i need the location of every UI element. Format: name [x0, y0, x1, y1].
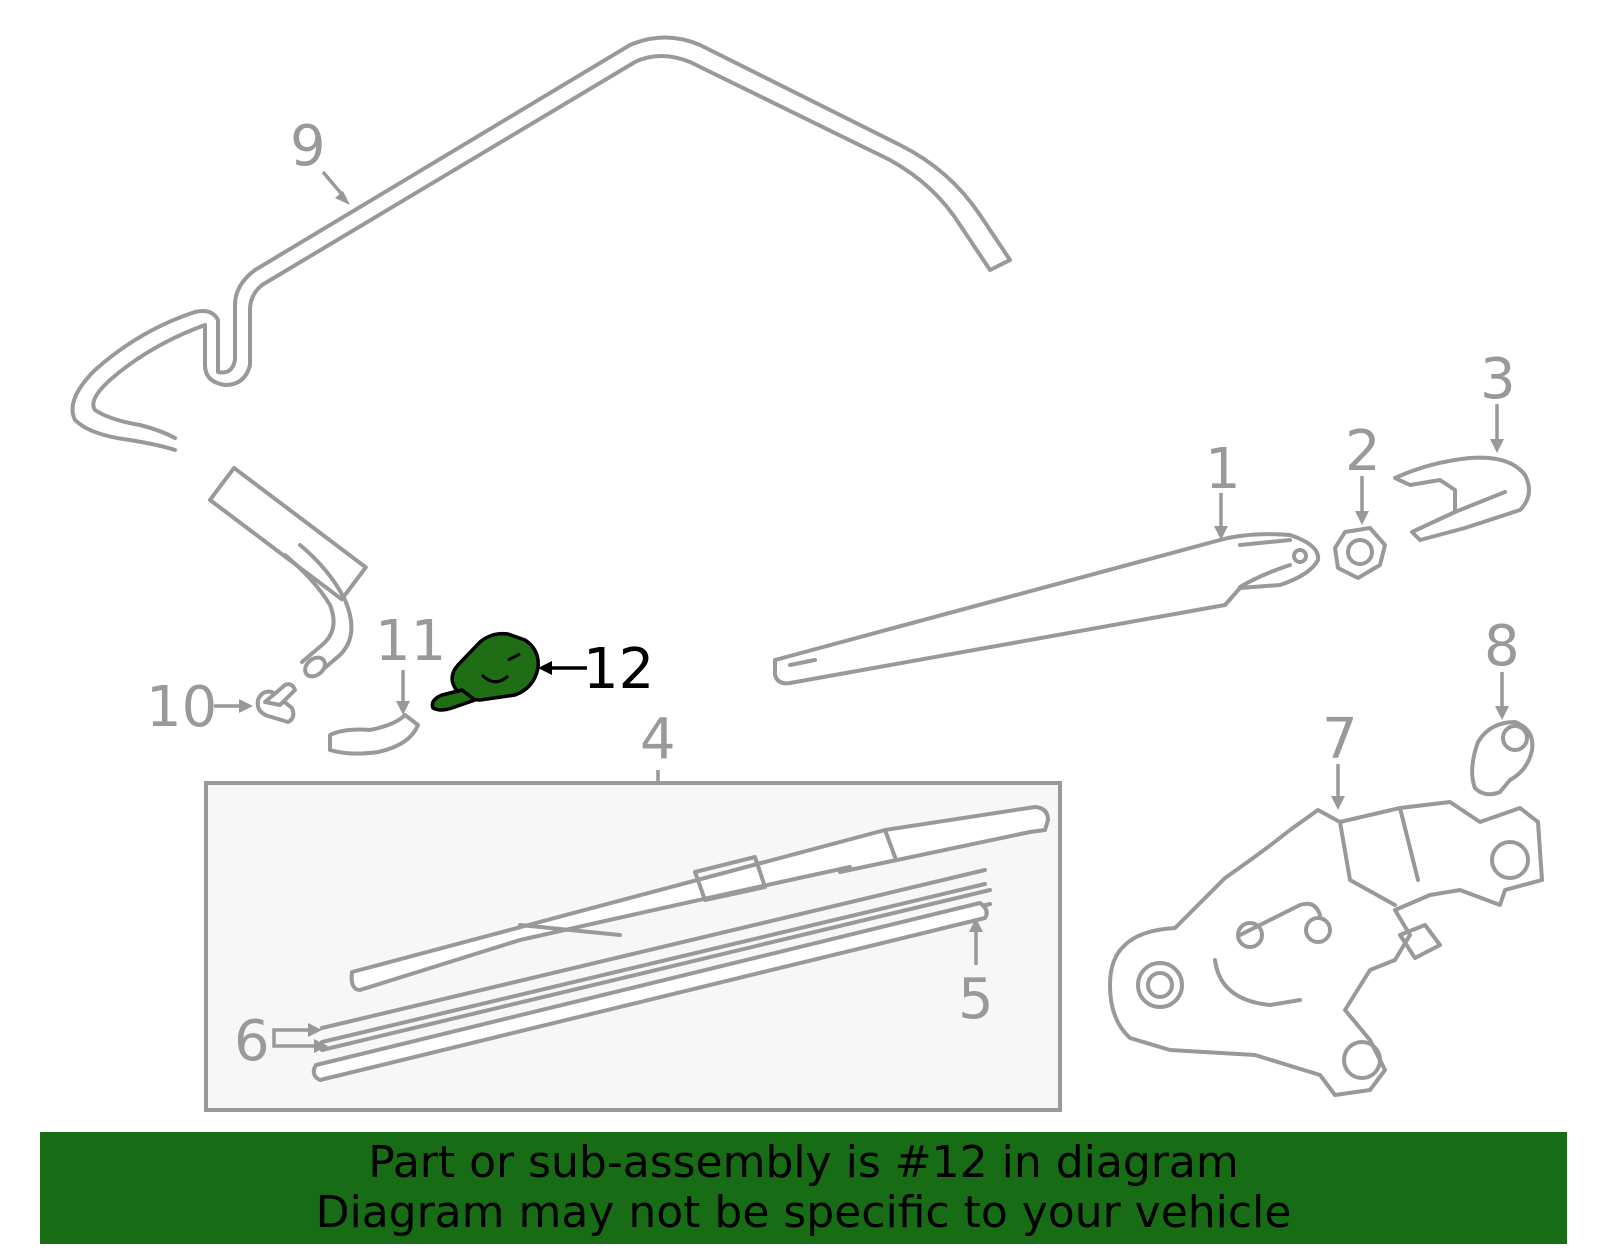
banner-line-2: Diagram may not be specific to your vehi…	[315, 1187, 1292, 1238]
callout-6: 6	[234, 1009, 270, 1074]
part-9-washer-hose[interactable]	[70, 35, 1012, 681]
callout-5: 5	[958, 967, 994, 1032]
callout-arrows	[214, 170, 1509, 1053]
callout-3: 3	[1480, 347, 1516, 412]
callout-1: 1	[1205, 437, 1241, 502]
callout-10: 10	[146, 675, 217, 740]
callout-12-highlighted: 12	[583, 637, 654, 702]
callout-4: 4	[640, 707, 676, 772]
info-banner: Part or sub-assembly is #12 in diagram D…	[40, 1132, 1567, 1244]
callout-labels: 1 2 3 4 5 6 7 8 9 10 11 12	[146, 114, 1520, 1074]
callout-11: 11	[375, 609, 446, 674]
part-8-cap-nut[interactable]	[1470, 720, 1535, 797]
part-10-connector[interactable]	[255, 682, 297, 724]
part-3-cap[interactable]	[1393, 455, 1531, 542]
part-11-hose-elbow[interactable]	[328, 713, 420, 756]
part-5-blade-insert[interactable]	[311, 901, 989, 1082]
part-2-nut[interactable]	[1333, 526, 1387, 580]
callout-2: 2	[1345, 419, 1381, 484]
part-1-wiper-arm[interactable]	[773, 532, 1321, 686]
part-12-nozzle-highlighted[interactable]	[430, 631, 540, 712]
part-7-wiper-motor[interactable]	[1108, 800, 1544, 1097]
callout-7: 7	[1322, 707, 1358, 772]
banner-line-1: Part or sub-assembly is #12 in diagram	[368, 1137, 1239, 1188]
callout-8: 8	[1484, 614, 1520, 679]
callout-9: 9	[290, 114, 326, 179]
part-4-wiper-blade[interactable]	[349, 805, 1050, 992]
